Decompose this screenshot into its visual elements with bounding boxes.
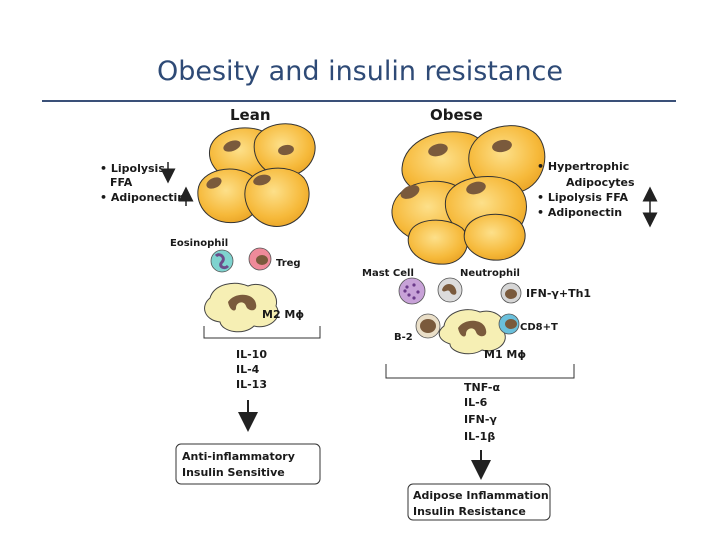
obese-bracket	[385, 364, 575, 379]
eosinophil-cell	[210, 249, 234, 273]
obese-cytokine-il1: IL-1β	[464, 430, 495, 443]
m1-macrophage	[438, 309, 506, 355]
neutrophil-cell	[437, 277, 463, 303]
lean-cytokine-il4: IL-4	[236, 363, 260, 376]
lean-outcome-box	[175, 443, 321, 485]
mast-cell-label: Mast Cell	[362, 268, 414, 279]
slide-title: Obesity and insulin resistance	[156, 56, 564, 87]
obese-cytokine-ifn: IFN-γ	[464, 413, 497, 426]
cd8-t-cell	[498, 313, 520, 335]
cd8-label: CD8+T	[520, 322, 558, 333]
obese-bullet-lipolysis: • Lipolysis FFA	[537, 191, 628, 204]
th1-cell	[500, 282, 522, 304]
obese-bullet-adipocytes: Adipocytes	[566, 176, 635, 189]
treg-cell	[248, 247, 272, 271]
obese-adipocytes	[391, 125, 546, 265]
obese-outcome-line2: Insulin Resistance	[413, 505, 526, 518]
m1-macrophage-label: M1 Mϕ	[484, 348, 526, 361]
lean-header: Lean	[230, 106, 271, 124]
title-divider	[42, 100, 676, 102]
b2-label: B-2	[394, 332, 413, 343]
m2-macrophage-label: M2 Mϕ	[262, 308, 304, 321]
obese-cytokine-il6: IL-6	[464, 396, 488, 409]
treg-label: Treg	[276, 258, 301, 269]
obese-bullet-hypertrophic: • Hypertrophic	[537, 160, 629, 173]
lean-adipocytes	[197, 123, 316, 227]
b2-cell	[415, 313, 441, 339]
lean-cytokine-il10: IL-10	[236, 348, 267, 361]
obese-outcome-line1: Adipose Inflammation	[413, 489, 549, 502]
ifn-th1-label: IFN-γ+Th1	[526, 287, 591, 300]
eosinophil-label: Eosinophil	[170, 238, 228, 249]
neutrophil-label: Neutrophil	[460, 268, 520, 279]
lean-bracket	[203, 326, 321, 339]
lean-outcome-line2: Insulin Sensitive	[182, 466, 285, 479]
lean-outcome-line1: Anti-inflammatory	[182, 450, 295, 463]
mast-cell	[398, 277, 426, 305]
lean-bullet-ffa: FFA	[110, 176, 133, 189]
m2-macrophage	[204, 282, 279, 333]
obese-outcome-box	[407, 483, 551, 521]
obese-bullet-adiponectin: • Adiponectin	[537, 206, 622, 219]
obese-cytokine-tnf: TNF-α	[464, 381, 500, 394]
lean-cytokine-il13: IL-13	[236, 378, 267, 391]
lean-bullet-lipolysis: • Lipolysis	[100, 162, 165, 175]
lean-bullet-adiponectin: • Adiponectin	[100, 191, 185, 204]
obese-header: Obese	[430, 106, 483, 124]
